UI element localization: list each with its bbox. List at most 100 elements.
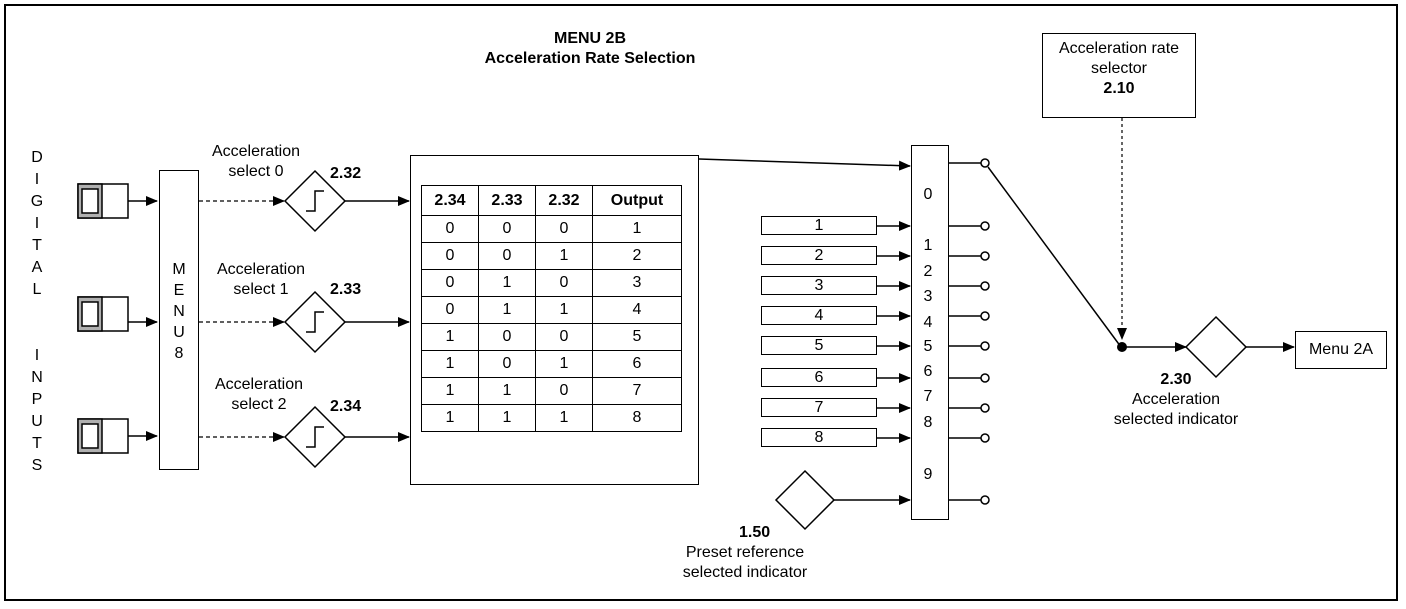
- cell: 0: [478, 215, 536, 243]
- preset-box-7: 7: [761, 398, 877, 417]
- preset-box-2: 2: [761, 246, 877, 265]
- menu8-letter: 8: [174, 345, 184, 362]
- cell: 0: [535, 377, 593, 405]
- rate-selector-box: [1042, 33, 1196, 118]
- cell: 7: [592, 377, 682, 405]
- preset-box-5: 5: [761, 336, 877, 355]
- cell: 1: [421, 404, 479, 432]
- cell: 0: [421, 242, 479, 270]
- menu8-letter: U: [173, 324, 185, 341]
- cell: 4: [592, 296, 682, 324]
- menu8-letter: M: [172, 261, 186, 278]
- preset-indicator-param: 1.50: [739, 524, 771, 541]
- di-letter: T: [32, 435, 42, 452]
- cell: 8: [592, 404, 682, 432]
- digital-input-1: [77, 183, 158, 219]
- cell: 1: [478, 377, 536, 405]
- cell: 0: [421, 296, 479, 324]
- cell: 1: [535, 296, 593, 324]
- cell: 2: [592, 242, 682, 270]
- accel-select-0-diamond: [283, 169, 410, 233]
- switch-number: 4: [923, 314, 933, 331]
- preset-box-4: 4: [761, 306, 877, 325]
- cell: 0: [535, 269, 593, 297]
- di-letter: P: [31, 391, 43, 408]
- di-letter: U: [31, 413, 43, 430]
- switch-number: 3: [923, 288, 933, 305]
- cell: 1: [478, 296, 536, 324]
- preset-box-1: 1: [761, 216, 877, 235]
- cell: 1: [592, 215, 682, 243]
- cell: 1: [478, 404, 536, 432]
- accel-select-2-label-1: Acceleration: [214, 376, 304, 393]
- switch-number: 9: [923, 466, 933, 483]
- switch-number: 8: [923, 414, 933, 431]
- accel-select-2-label-2: select 2: [231, 396, 287, 413]
- di-letter: N: [31, 369, 43, 386]
- di-letter: D: [31, 149, 43, 166]
- cell: 1: [535, 404, 593, 432]
- switch-number: 6: [923, 363, 933, 380]
- digital-input-2: [77, 296, 158, 332]
- accel-indicator-diamond: [1184, 315, 1248, 379]
- cell: 0: [421, 215, 479, 243]
- cell: 1: [421, 377, 479, 405]
- accel-select-1-label-1: Acceleration: [216, 261, 306, 278]
- accel-indicator-label-2: selected indicator: [1113, 411, 1239, 428]
- diagram-frame: [4, 4, 1398, 601]
- cell: 1: [421, 323, 479, 351]
- cell: 0: [535, 323, 593, 351]
- title-line-1: MENU 2B: [553, 30, 626, 47]
- accel-select-0-label-2: select 0: [228, 163, 284, 180]
- cell: 0: [478, 242, 536, 270]
- switch-output-contacts: [949, 158, 990, 505]
- accel-select-1-label-2: select 1: [233, 281, 289, 298]
- cell: 0: [478, 323, 536, 351]
- menu8-letter: N: [173, 303, 185, 320]
- switch-number: 7: [923, 388, 933, 405]
- preset-indicator-label-1: Preset reference: [685, 544, 805, 561]
- switch-number: 0: [923, 186, 933, 203]
- di-letter: S: [31, 457, 43, 474]
- accel-select-2-diamond: [283, 405, 410, 469]
- di-letter: G: [30, 193, 44, 210]
- di-letter: I: [34, 347, 40, 364]
- cell: 3: [592, 269, 682, 297]
- title-line-2: Acceleration Rate Selection: [484, 50, 696, 67]
- preset-indicator-diamond: [774, 469, 911, 531]
- accel-select-1-diamond: [283, 290, 410, 354]
- switch-number: 2: [923, 263, 933, 280]
- menu-2a-label: Menu 2A: [1308, 341, 1374, 358]
- preset-box-8: 8: [761, 428, 877, 447]
- accel-indicator-param: 2.30: [1160, 371, 1192, 388]
- selector-wiper: [987, 166, 1122, 348]
- cell: 1: [535, 242, 593, 270]
- accel-select-2-param: 2.34: [330, 398, 362, 415]
- di-letter: I: [34, 171, 40, 188]
- cell: 5: [592, 323, 682, 351]
- di-letter: T: [32, 237, 42, 254]
- preset-arrows: [877, 221, 911, 443]
- di-letter: A: [31, 259, 43, 276]
- cell: 1: [421, 350, 479, 378]
- preset-box-3: 3: [761, 276, 877, 295]
- menu8-block: [159, 170, 199, 470]
- accel-select-0-label-1: Acceleration: [211, 143, 301, 160]
- cell: 1: [478, 269, 536, 297]
- cell: 0: [478, 350, 536, 378]
- col-header: 2.34: [421, 185, 479, 216]
- selector-switch: [911, 145, 949, 520]
- table-output-line: [698, 158, 911, 171]
- truth-table-frame: [410, 155, 699, 485]
- menu8-letter: E: [173, 282, 185, 299]
- accel-select-1-param: 2.33: [330, 281, 362, 298]
- di-letter: L: [32, 281, 42, 298]
- col-header: Output: [592, 185, 682, 216]
- switch-number: 5: [923, 338, 933, 355]
